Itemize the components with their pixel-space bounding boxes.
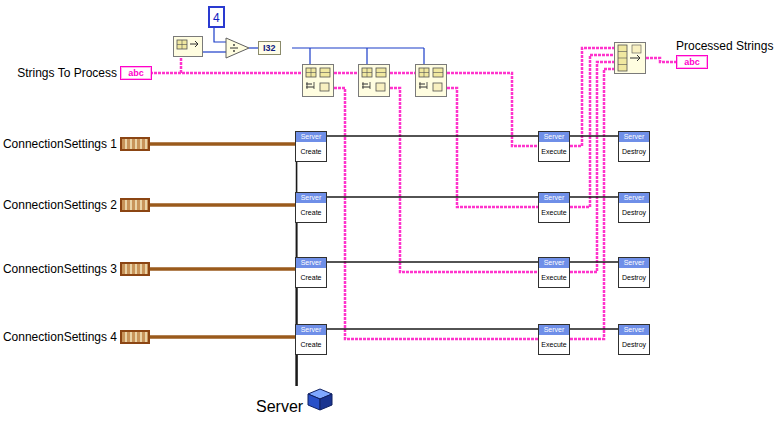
array-subset-function xyxy=(303,65,334,97)
method-node: ServerCreate xyxy=(295,131,327,162)
string-wires xyxy=(150,48,676,339)
class-header: Server xyxy=(256,398,303,415)
class-header: Server xyxy=(539,325,569,335)
cluster-wire xyxy=(150,335,295,339)
integer-wires xyxy=(203,23,424,64)
reference-wire xyxy=(327,261,538,263)
method-node: ServerCreate xyxy=(295,192,327,223)
terminal-label: ConnectionSettings 1 xyxy=(3,137,117,151)
method-node: ServerExecute xyxy=(538,257,570,288)
method-name: Execute xyxy=(539,335,569,354)
cluster-wire xyxy=(150,142,295,146)
numeric-constant: 4 xyxy=(208,6,225,28)
terminal-type-text: abc xyxy=(684,56,700,68)
terminal-label: Strings To Process xyxy=(17,66,117,80)
divide-function xyxy=(226,38,249,58)
terminal-label: ConnectionSettings 3 xyxy=(3,262,117,276)
method-node: ServerDestroy xyxy=(618,257,650,288)
class-constant: Server xyxy=(256,386,337,416)
cluster-control-terminal: ConnectionSettings 2 xyxy=(3,198,150,212)
string-terminal-box: abc xyxy=(676,55,708,69)
build-array-function xyxy=(615,43,646,74)
method-name: Destroy xyxy=(619,203,649,222)
method-name: Destroy xyxy=(619,268,649,287)
class-header: Server xyxy=(296,132,326,142)
cluster-terminal-box xyxy=(120,198,150,212)
class-header: Server xyxy=(539,193,569,203)
method-name: Execute xyxy=(539,268,569,287)
method-node: ServerDestroy xyxy=(618,192,650,223)
method-node: ServerExecute xyxy=(538,131,570,162)
method-name: Destroy xyxy=(619,335,649,354)
method-name: Create xyxy=(296,335,326,354)
string-terminal-box: abc xyxy=(120,66,152,80)
cluster-wire xyxy=(150,203,295,207)
conversion-function: I32 xyxy=(258,41,281,55)
reference-wire xyxy=(570,135,618,137)
constant-value: 4 xyxy=(213,11,220,25)
string-indicator-terminal: Processed Strings abc xyxy=(676,39,773,69)
array-subset-function xyxy=(359,65,390,97)
reference-wire xyxy=(327,196,538,198)
class-header: Server xyxy=(296,193,326,203)
class-header: Server xyxy=(619,193,649,203)
terminal-label: ConnectionSettings 2 xyxy=(3,198,117,212)
method-name: Destroy xyxy=(619,142,649,161)
method-node: ServerDestroy xyxy=(618,324,650,355)
class-header: Server xyxy=(619,258,649,268)
method-name: Execute xyxy=(539,142,569,161)
method-name: Execute xyxy=(539,203,569,222)
class-header: Server xyxy=(296,325,326,335)
conversion-label: I32 xyxy=(263,42,276,54)
cluster-terminal-box xyxy=(120,262,150,276)
method-name: Create xyxy=(296,203,326,222)
cluster-wire xyxy=(150,267,295,271)
cluster-control-terminal: ConnectionSettings 3 xyxy=(3,262,150,276)
method-node: ServerCreate xyxy=(295,324,327,355)
method-node: ServerExecute xyxy=(538,192,570,223)
class-header: Server xyxy=(539,132,569,142)
class-cube-icon xyxy=(303,386,337,412)
reference-wire xyxy=(570,196,618,198)
terminal-type-text: abc xyxy=(128,67,144,79)
cluster-control-terminal: ConnectionSettings 1 xyxy=(3,137,150,151)
class-header: Server xyxy=(619,325,649,335)
cluster-control-terminal: ConnectionSettings 4 xyxy=(3,330,150,344)
array-size-function xyxy=(174,37,203,57)
array-subset-function xyxy=(416,65,447,97)
method-node: ServerCreate xyxy=(295,257,327,288)
class-header: Server xyxy=(539,258,569,268)
class-header: Server xyxy=(619,132,649,142)
terminal-label: ConnectionSettings 4 xyxy=(3,330,117,344)
reference-wire xyxy=(570,261,618,263)
cluster-terminal-box xyxy=(120,137,150,151)
string-control-terminal: Strings To Process abc xyxy=(17,66,152,80)
reference-wire xyxy=(570,328,618,330)
class-header: Server xyxy=(296,258,326,268)
terminal-label: Processed Strings xyxy=(676,39,773,53)
reference-wire xyxy=(295,197,297,386)
method-name: Create xyxy=(296,268,326,287)
reference-wire xyxy=(327,328,538,330)
method-node: ServerDestroy xyxy=(618,131,650,162)
cluster-terminal-box xyxy=(120,330,150,344)
method-name: Create xyxy=(296,142,326,161)
method-node: ServerExecute xyxy=(538,324,570,355)
reference-wire xyxy=(327,135,538,137)
